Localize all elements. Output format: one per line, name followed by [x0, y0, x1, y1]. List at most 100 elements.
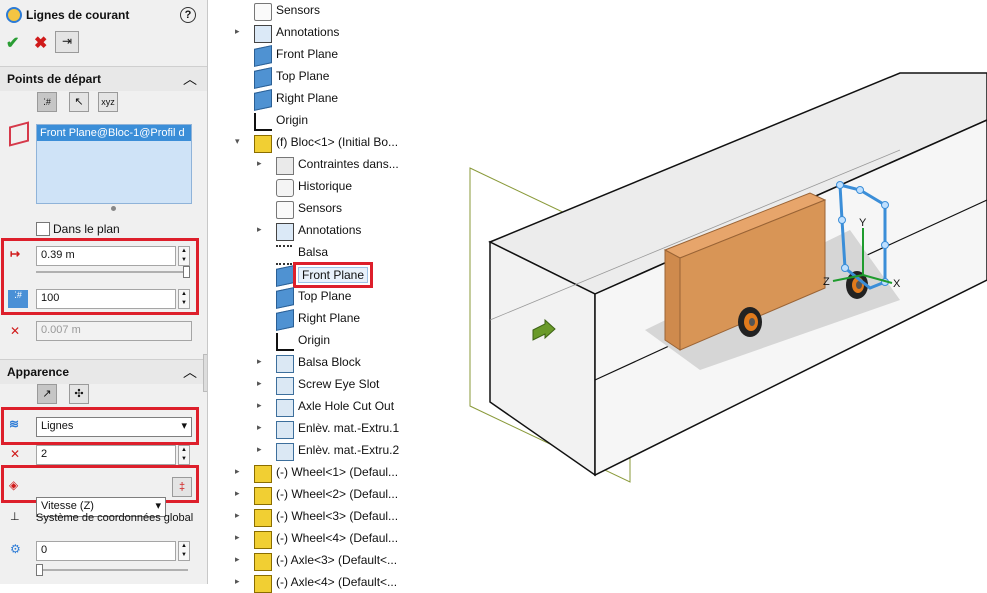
coordinate-triad: Y X Z [823, 217, 901, 290]
material-icon [276, 245, 292, 265]
collapse-arrow-icon[interactable]: ▾ [235, 136, 240, 146]
resize-handle[interactable] [111, 206, 116, 211]
coord-system-field[interactable]: Système de coordonnées global [36, 512, 194, 524]
feature-icon [276, 421, 294, 439]
axis-z-label: Z [823, 276, 830, 288]
feature-icon [276, 443, 294, 461]
collapse-icon[interactable]: ︿ [183, 71, 197, 87]
plane-icon [254, 89, 272, 111]
color-settings-button[interactable]: ‡ [172, 477, 192, 497]
plane-icon [254, 67, 272, 89]
display-mode-icon: ≋ [9, 417, 20, 431]
offset-slider[interactable] [36, 569, 188, 571]
in-plane-checkbox[interactable] [36, 222, 50, 236]
count-field[interactable]: 100 [36, 289, 176, 309]
tree-item-label: (-) Axle<3> (Default<... [276, 553, 398, 567]
expand-arrow-icon[interactable]: ▸ [235, 26, 240, 36]
tree-item-label: (-) Wheel<2> (Defaul... [276, 487, 399, 501]
color-by-select[interactable]: Vitesse (Z) [36, 497, 166, 517]
expand-arrow-icon[interactable]: ▸ [235, 532, 240, 542]
part-icon [254, 487, 272, 505]
expand-arrow-icon[interactable]: ▸ [257, 400, 262, 410]
length-slider-thumb[interactable] [183, 266, 190, 278]
line-width-field[interactable]: 2 [36, 445, 176, 465]
section-appearance[interactable]: Apparence ︿ [0, 359, 207, 384]
arrows-mode-button[interactable]: ↗ [37, 384, 57, 404]
xyz-button[interactable]: xyz [98, 92, 118, 112]
annotations-icon [254, 25, 272, 43]
line-width-spinner[interactable]: ▲▼ [178, 445, 190, 465]
car-body-front [664, 249, 681, 351]
expand-arrow-icon[interactable]: ▸ [235, 466, 240, 476]
plane-icon [276, 309, 294, 331]
section-start-points[interactable]: Points de départ ︿ [0, 66, 207, 91]
tree-item-label: (f) Bloc<1> (Initial Bo... [276, 135, 399, 149]
expand-arrow-icon[interactable]: ▸ [257, 158, 262, 168]
model-view[interactable]: Y X Z [430, 0, 987, 584]
ok-button[interactable]: ✔ [6, 35, 20, 52]
length-spinner[interactable]: ▲▼ [178, 246, 190, 266]
tree-item-label: (-) Axle<4> (Default<... [276, 575, 398, 589]
tree-item-label: Annotations [298, 223, 362, 237]
offset-field[interactable]: 0 [36, 541, 176, 561]
pick-point-button[interactable]: ↖ [69, 92, 89, 112]
wheel-front[interactable] [738, 307, 762, 337]
tree-item-label: Enlèv. mat.-Extru.1 [298, 421, 400, 435]
expand-arrow-icon[interactable]: ▸ [257, 356, 262, 366]
expand-arrow-icon[interactable]: ▸ [257, 444, 262, 454]
tunnel-far-edge [489, 149, 901, 321]
offset-slider-thumb[interactable] [36, 564, 43, 576]
tree-item-label: Axle Hole Cut Out [298, 399, 395, 413]
length-slider[interactable] [36, 271, 188, 273]
feature-icon [276, 377, 294, 395]
particles-mode-button[interactable]: ✣ [69, 384, 89, 404]
cancel-button[interactable]: ✖ [34, 35, 48, 52]
expand-arrow-icon[interactable]: ▸ [257, 224, 262, 234]
count-spinner[interactable]: ▲▼ [178, 289, 190, 309]
part-icon [254, 465, 272, 483]
screw-eye-sketch[interactable] [836, 181, 889, 290]
side-collapse-handle[interactable] [203, 354, 207, 392]
selection-list-item[interactable]: Front Plane@Bloc-1@Profil d [37, 125, 191, 141]
collapse-icon[interactable]: ︿ [183, 364, 197, 380]
plane-normal-arrow[interactable] [532, 318, 556, 341]
expand-arrow-icon[interactable]: ▸ [235, 488, 240, 498]
offset-spinner[interactable]: ▲▼ [178, 541, 190, 561]
selection-list[interactable]: Front Plane@Bloc-1@Profil d [36, 124, 192, 204]
part-icon [254, 509, 272, 527]
tree-item-label: Front Plane [292, 262, 374, 288]
pin-button[interactable]: ⇥ [55, 31, 79, 53]
tree-item-label: Right Plane [298, 311, 361, 325]
origin-icon [254, 113, 272, 131]
count-icon: ⁚# [8, 290, 28, 308]
help-icon[interactable]: ? [180, 7, 196, 23]
coord-system-icon: ⊥ [10, 511, 20, 523]
origin-icon [276, 333, 294, 351]
streamline-icon [6, 7, 22, 23]
tree-item-label: Right Plane [276, 91, 339, 105]
expand-arrow-icon[interactable]: ▸ [235, 576, 240, 586]
tree-item-label: Balsa Block [298, 355, 361, 369]
step-icon: ✕ [10, 324, 21, 338]
tree-item-label: Enlèv. mat.-Extru.2 [298, 443, 400, 457]
expand-arrow-icon[interactable]: ▸ [257, 422, 262, 432]
highlight-display-mode [1, 407, 199, 445]
display-mode-select[interactable]: Lignes [36, 417, 192, 437]
line-width-icon: ✕ [10, 447, 21, 461]
graphics-viewport[interactable]: Y X Z [430, 0, 987, 584]
part-icon [254, 575, 272, 593]
tree-item-label: (-) Wheel<1> (Defaul... [276, 465, 399, 479]
offset-icon: ⚙ [10, 542, 21, 556]
axis-y-label: Y [859, 217, 867, 229]
expand-arrow-icon[interactable]: ▸ [235, 554, 240, 564]
part-icon [254, 553, 272, 571]
color-by-icon: ◈ [9, 478, 19, 492]
expand-arrow-icon[interactable]: ▸ [257, 378, 262, 388]
tree-item-label: Sensors [298, 201, 343, 215]
tree-item-label: Historique [298, 179, 353, 193]
expand-arrow-icon[interactable]: ▸ [235, 510, 240, 520]
tree-item-label: Screw Eye Slot [298, 377, 380, 391]
length-field[interactable]: 0.39 m [36, 246, 176, 266]
panel-header: Lignes de courant [6, 7, 129, 23]
point-grid-button[interactable]: ⁚# [37, 92, 57, 112]
